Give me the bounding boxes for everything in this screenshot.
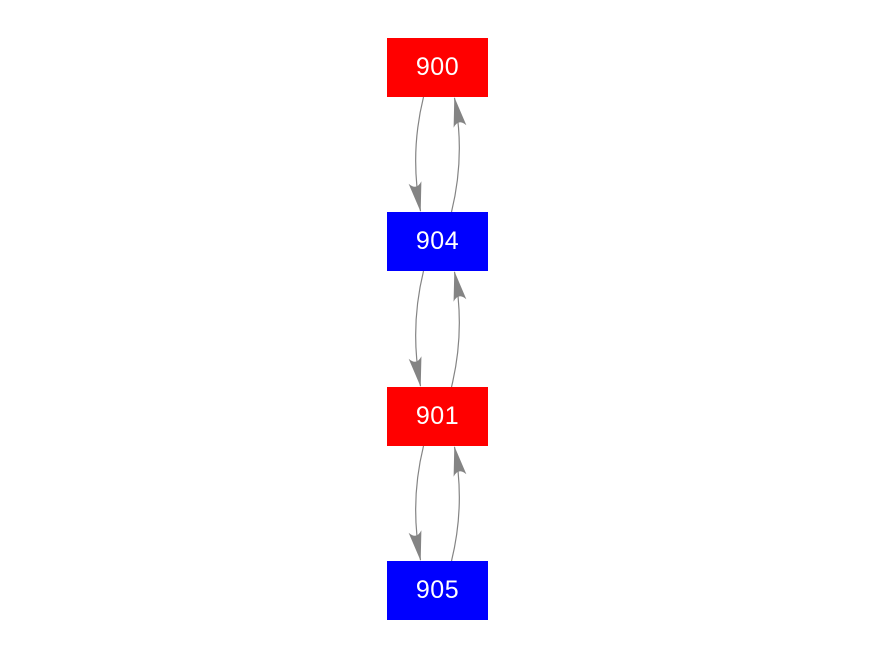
edge-904-to-900 (450, 97, 467, 213)
graph-node-901[interactable]: 901 (387, 387, 488, 446)
node-label: 905 (415, 576, 460, 604)
node-label: 904 (415, 227, 460, 255)
edge-901-to-905 (408, 445, 425, 561)
graph-node-900[interactable]: 900 (387, 38, 488, 97)
edge-905-to-901 (450, 446, 467, 562)
node-label: 901 (415, 402, 460, 430)
graph-node-905[interactable]: 905 (387, 561, 488, 620)
edge-904-to-901 (408, 270, 425, 387)
edge-901-to-904 (450, 271, 467, 388)
node-label: 900 (415, 53, 460, 81)
edge-900-to-904 (408, 96, 425, 212)
graph-node-904[interactable]: 904 (387, 212, 488, 271)
